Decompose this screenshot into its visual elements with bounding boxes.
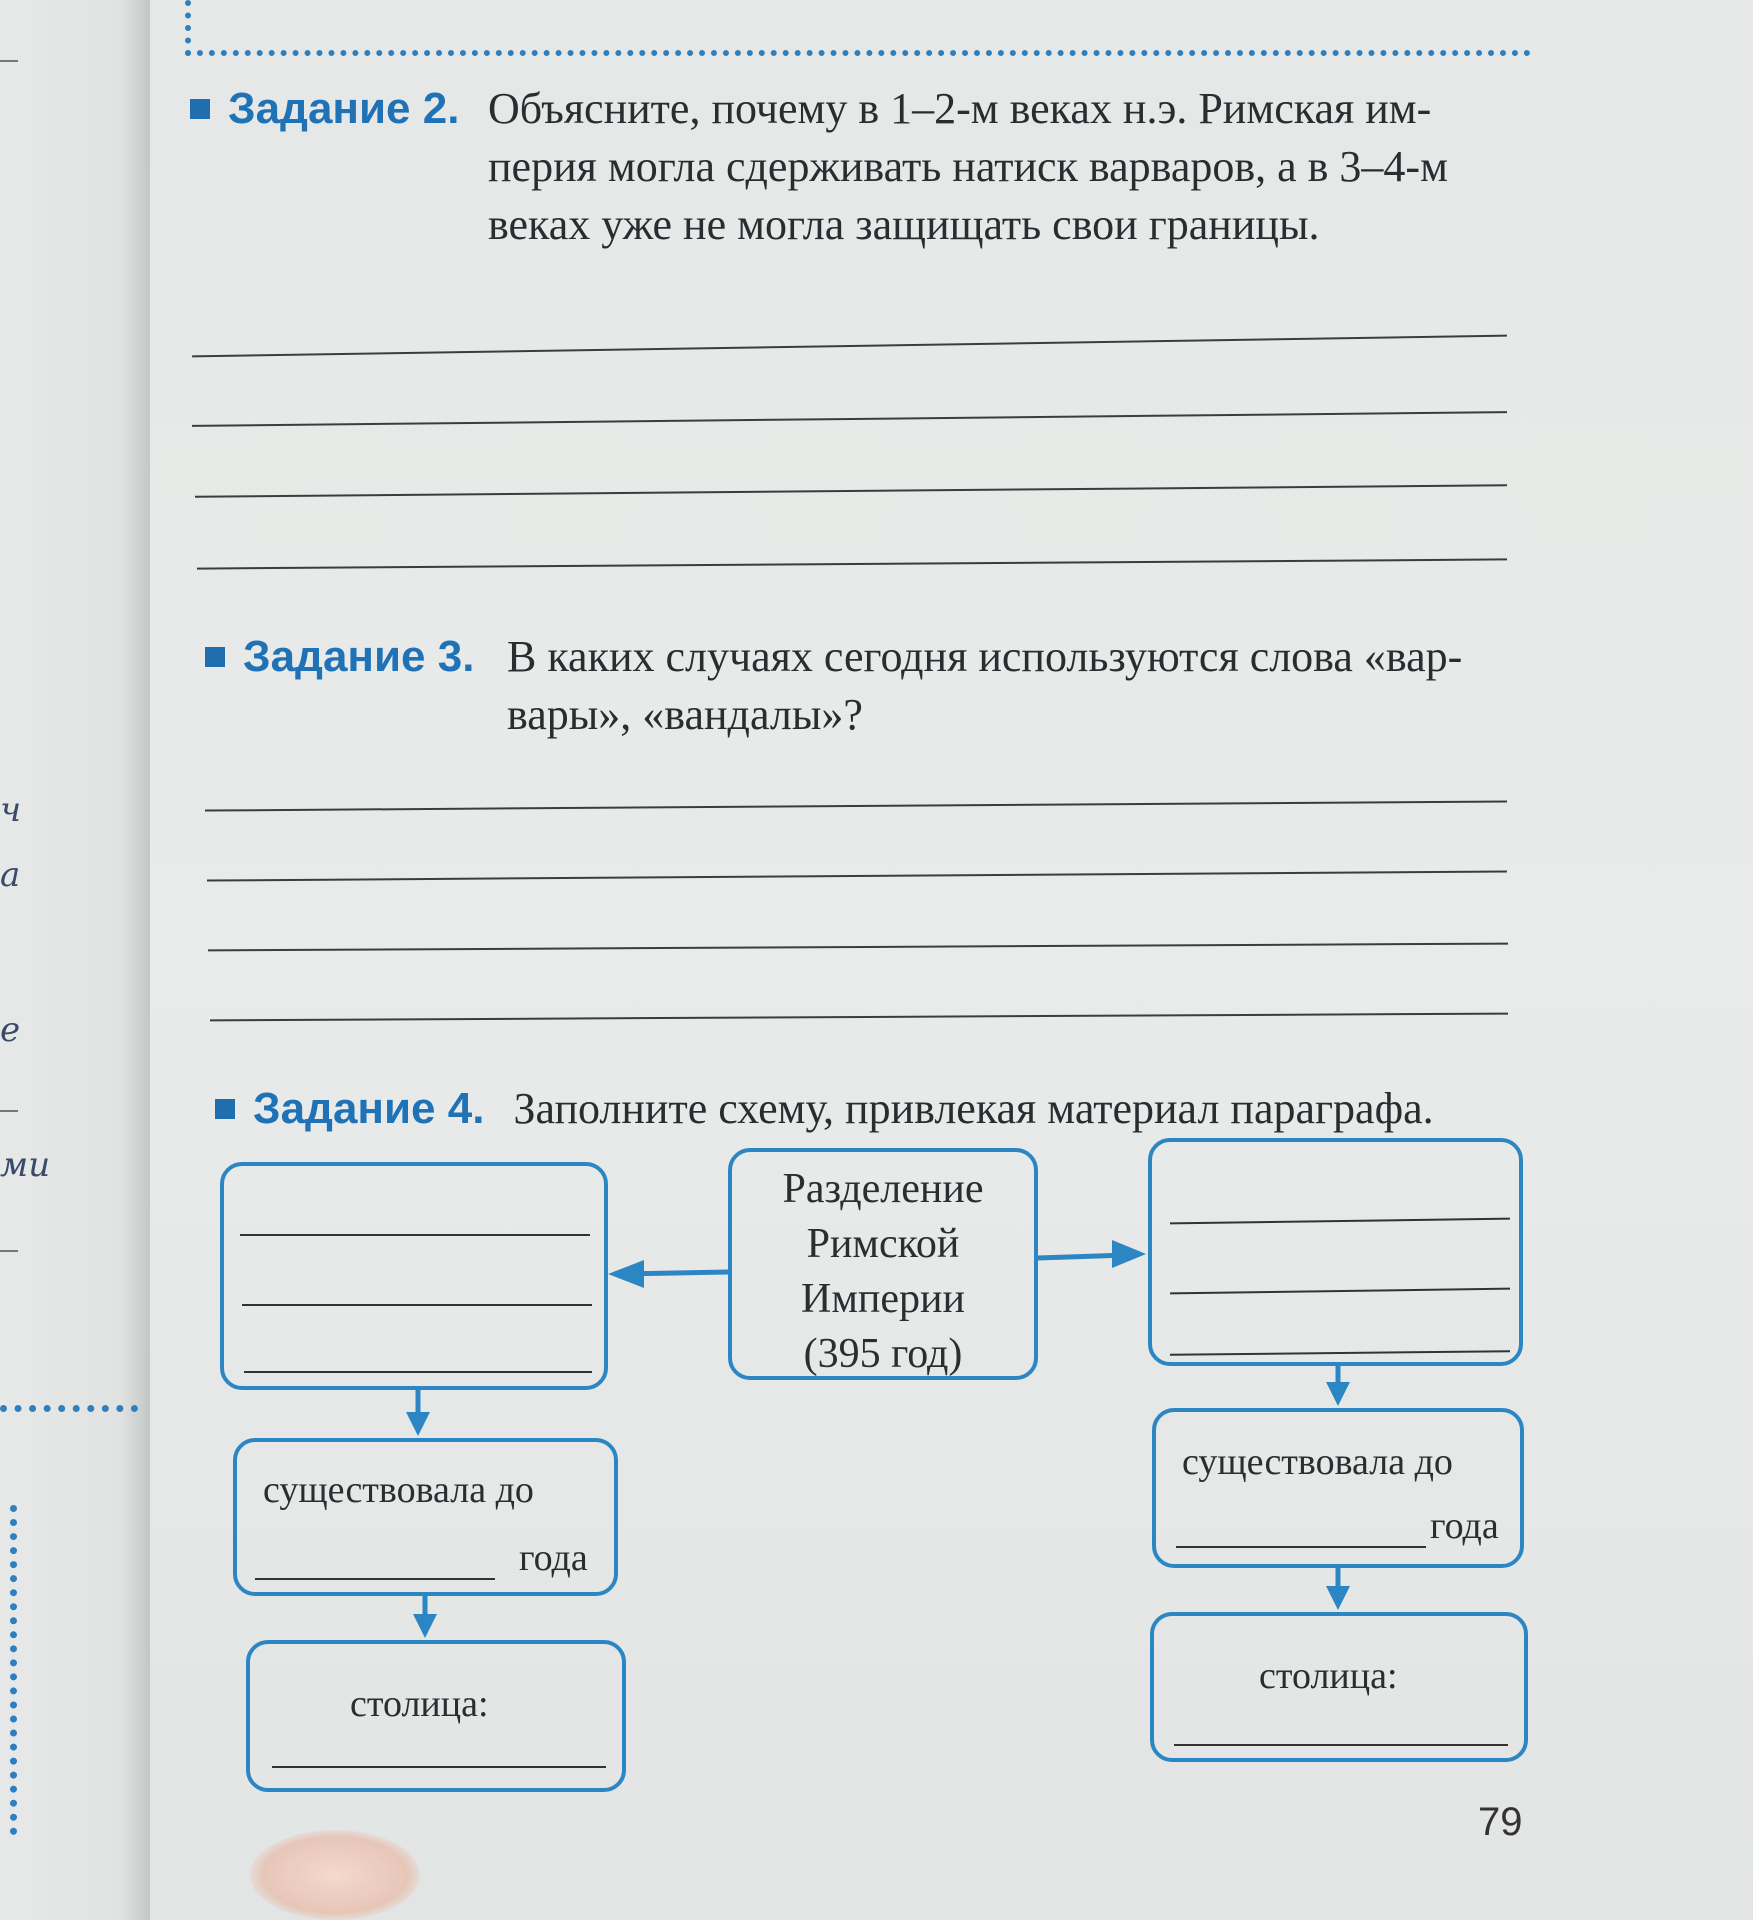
task-label: Задание 3. [243, 632, 475, 681]
right-existed-box: существовала до года [1152, 1408, 1524, 1568]
task-3: Задание 3. В каких случаях сегодня испол… [205, 628, 1535, 768]
center-title-line: Римской [806, 1221, 960, 1267]
margin-mark [0, 60, 18, 62]
task-4: Задание 4. Заполните схему, привлекая ма… [215, 1080, 1515, 1140]
arrowhead-right [1112, 1240, 1146, 1268]
task-text-line: веках уже не могла защищать свои границы… [488, 200, 1320, 249]
workbook-page [150, 0, 1753, 1920]
fill-line[interactable] [240, 1234, 590, 1236]
handwriting-fragment: ми [0, 1145, 51, 1185]
left-existed-box: существовала до года [233, 1438, 618, 1596]
task-2: Задание 2. Объясните, почему в 1–2-м век… [190, 80, 1540, 280]
arrowhead-left [608, 1260, 644, 1288]
fill-line[interactable] [244, 1371, 592, 1373]
fill-line[interactable] [272, 1766, 606, 1768]
fill-line[interactable] [255, 1578, 495, 1580]
existed-label: существовала до [263, 1469, 534, 1511]
right-empire-box [1148, 1138, 1523, 1366]
left-empire-box [220, 1162, 608, 1390]
bullet-icon [205, 647, 225, 667]
handwriting-fragment: е [0, 1010, 21, 1050]
margin-mark [0, 1110, 18, 1112]
task-text: Объясните, почему в 1–2-м веках н.э. Рим… [488, 80, 1548, 254]
arrowhead-down [1326, 1382, 1350, 1406]
left-capital-box: столица: [246, 1640, 626, 1792]
task-text: Заполните схему, привлекая материал пара… [513, 1084, 1434, 1133]
capital-label: столица: [1259, 1655, 1398, 1697]
center-box: Разделение Римской Империи (395 год) [728, 1148, 1038, 1380]
bullet-icon [215, 1099, 235, 1119]
arrowhead-down [406, 1412, 430, 1436]
arrowhead-down [1326, 1586, 1350, 1610]
task-label: Задание 4. [253, 1084, 485, 1133]
finger-shadow [250, 1830, 420, 1920]
dotted-border [0, 1405, 138, 1418]
existed-label: существовала до [1182, 1441, 1453, 1483]
task-text: В каких случаях сегодня используются сло… [507, 628, 1537, 744]
year-label: года [519, 1537, 588, 1579]
bullet-icon [190, 99, 210, 119]
center-title-line: (395 год) [803, 1331, 963, 1377]
page-number: 79 [1478, 1800, 1523, 1844]
task-text-line: вары», «вандалы»? [507, 690, 863, 739]
handwriting-fragment: ч [0, 790, 22, 830]
dotted-frame [185, 0, 1531, 56]
task-text-line: перия могла сдерживать натиск варваров, … [488, 142, 1448, 191]
fill-line[interactable] [1176, 1546, 1426, 1548]
handwriting-fragment: а [0, 855, 21, 895]
fill-line[interactable] [1174, 1744, 1508, 1746]
arrowhead-down [413, 1614, 437, 1638]
left-page-edge: ч а е ми [0, 0, 150, 1920]
task-text-line: Объясните, почему в 1–2-м веках н.э. Рим… [488, 84, 1432, 133]
margin-mark [0, 1250, 18, 1252]
task-label: Задание 2. [228, 84, 460, 133]
center-title-line: Разделение [782, 1166, 984, 1212]
capital-label: столица: [350, 1683, 489, 1725]
center-title-line: Империи [801, 1276, 965, 1322]
right-capital-box: столица: [1150, 1612, 1528, 1762]
dotted-border [10, 1505, 23, 1835]
year-label: года [1430, 1505, 1499, 1547]
fill-line[interactable] [242, 1304, 592, 1306]
task-text-line: В каких случаях сегодня используются сло… [507, 632, 1463, 681]
center-box-title: Разделение Римской Империи (395 год) [732, 1152, 1034, 1382]
